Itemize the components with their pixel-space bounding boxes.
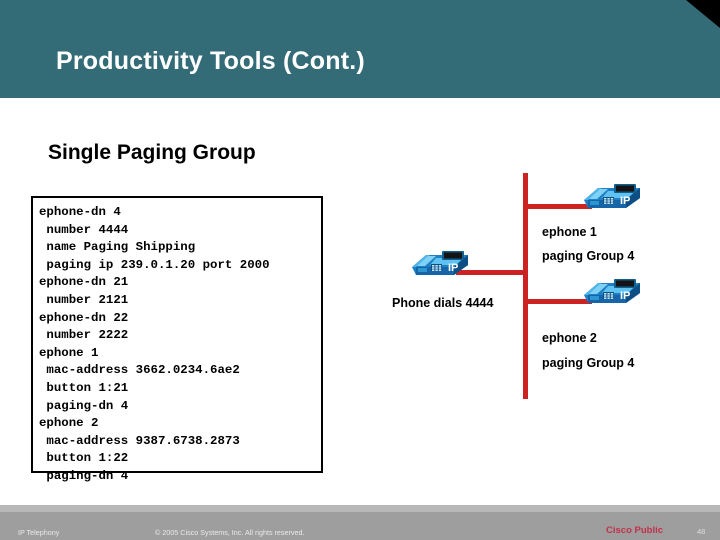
label-ephone2: ephone 2 — [542, 331, 597, 345]
ip-phone-icon-ephone1: IP — [584, 184, 640, 208]
config-code-line: paging-dn 4 — [39, 398, 129, 413]
config-code-line: ephone 1 — [39, 345, 99, 360]
branch-line-ephone1 — [525, 204, 592, 209]
footer-copyright: © 2005 Cisco Systems, Inc. All rights re… — [155, 528, 305, 537]
config-code-line: paging ip 239.0.1.20 port 2000 — [39, 257, 270, 272]
config-code-line: paging-dn 4 — [39, 468, 129, 483]
config-code-line: ephone-dn 22 — [39, 310, 129, 325]
config-code-line: ephone 2 — [39, 416, 99, 431]
config-code-lines: ephone-dn 4 number 4444 name Paging Ship… — [39, 204, 321, 486]
label-phone-dials: Phone dials 4444 — [392, 296, 494, 310]
config-code-line: name Paging Shipping — [39, 240, 196, 255]
slide-footer — [0, 512, 720, 540]
config-code-line: ephone-dn 4 — [39, 205, 121, 219]
svg-text:IP: IP — [620, 195, 630, 207]
ip-phone-icon-caller: IP — [412, 251, 468, 275]
config-code-line: ephone-dn 21 — [39, 275, 129, 290]
label-paging-group-1: paging Group 4 — [542, 249, 635, 263]
branch-line-caller — [456, 270, 528, 275]
branch-line-ephone2 — [525, 299, 592, 304]
config-code-line: mac-address 3662.0234.6ae2 — [39, 363, 240, 378]
footer-divider — [0, 505, 720, 512]
ip-phone-icon-ephone2: IP — [584, 279, 640, 303]
footer-cisco-public: Cisco Public — [606, 525, 664, 536]
network-bus-line — [523, 173, 528, 399]
label-ephone1: ephone 1 — [542, 225, 597, 239]
svg-text:IP: IP — [448, 262, 458, 274]
config-code-line: mac-address 9387.6738.2873 — [39, 433, 240, 448]
config-code-line: number 2121 — [39, 292, 129, 307]
label-paging-group-2: paging Group 4 — [542, 356, 635, 370]
config-code-line: button 1:22 — [39, 451, 129, 466]
config-code-line: button 1:21 — [39, 380, 129, 395]
config-code-line: number 2222 — [39, 328, 129, 343]
config-code-box: ephone-dn 4 number 4444 name Paging Ship… — [31, 196, 323, 483]
corner-wedge-decoration — [686, 0, 720, 28]
slide-header — [0, 0, 720, 98]
config-code-line: number 4444 — [39, 222, 129, 237]
paging-group-diagram: IP IP — [330, 160, 720, 410]
svg-text:IP: IP — [620, 290, 630, 302]
footer-topic: IP Telephony — [18, 528, 60, 537]
section-subtitle: Single Paging Group — [48, 141, 256, 164]
page-title: Productivity Tools (Cont.) — [56, 47, 365, 75]
footer-page-number: 48 — [697, 527, 706, 536]
